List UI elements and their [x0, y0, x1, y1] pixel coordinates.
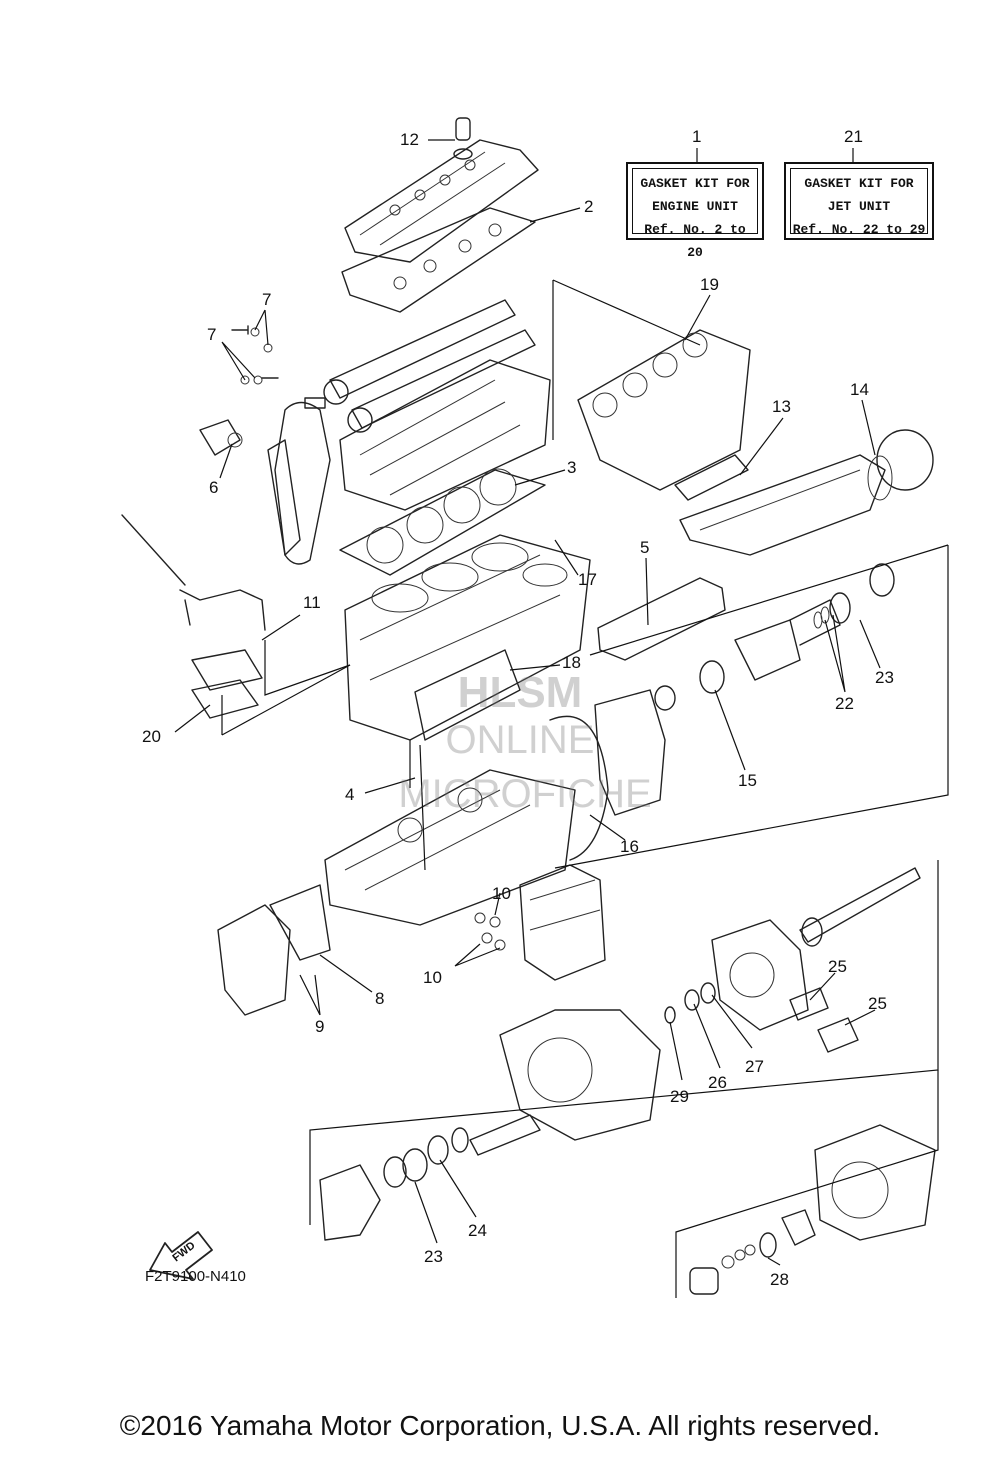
- ref-16: 16: [620, 837, 639, 856]
- output-shaft: [734, 563, 895, 681]
- collars: [474, 912, 506, 951]
- engine-kit-line1: GASKET KIT FOR: [640, 176, 750, 191]
- fwd-label: FWD: [170, 1239, 197, 1264]
- jet-kit-line3: Ref. No. 22 to 29: [792, 222, 926, 237]
- ref-12: 12: [400, 130, 419, 149]
- ref-29: 29: [670, 1087, 689, 1106]
- drive-shaft: [799, 867, 921, 947]
- o-ring: [549, 715, 609, 861]
- exhaust-pipe: [679, 429, 934, 556]
- ref-5: 5: [640, 538, 649, 557]
- plate-gasket: [191, 649, 263, 719]
- ref-6: 6: [209, 478, 218, 497]
- ref-11: 11: [303, 593, 321, 612]
- oil-dipstick: [121, 514, 266, 631]
- ref-18: 18: [562, 653, 581, 672]
- ref-25b: 25: [868, 994, 887, 1013]
- watermark-line3: MICROFICHE: [398, 772, 652, 816]
- cylinder-head: [339, 359, 551, 511]
- copyright-notice: ©2016 Yamaha Motor Corporation, U.S.A. A…: [119, 1410, 881, 1441]
- coupling-housing: [499, 1009, 661, 1141]
- gasket-25-b: [817, 1017, 859, 1053]
- camshafts: [323, 299, 536, 433]
- engine-kit-line2: ENGINE UNIT: [652, 199, 738, 214]
- ref-10a: 10: [492, 884, 511, 903]
- ref-7a: 7: [262, 290, 271, 309]
- impeller-parts: [689, 1209, 816, 1295]
- engine-kit-line3: Ref. No. 2 to 20: [644, 222, 746, 260]
- circlip-29: [664, 1006, 676, 1024]
- watermark-line2: ONLINE: [445, 718, 595, 762]
- reference-numbers: 12 2 19 7 7 6 3 14 13 17 5 11 18 20 4 15…: [142, 127, 894, 1289]
- callout-leaders: [174, 139, 881, 1266]
- impeller-housing: [814, 1124, 936, 1241]
- oil-seal: [699, 660, 725, 694]
- bearing-26: [684, 989, 700, 1011]
- figure-code: F2T9100-N410: [145, 1268, 246, 1285]
- jet-gasket-kit-box: GASKET KIT FOR JET UNIT Ref. No. 22 to 2…: [784, 162, 934, 240]
- ref-22: 22: [835, 694, 854, 713]
- gasket-25-a: [789, 987, 829, 1021]
- ref-23b: 23: [424, 1247, 443, 1266]
- ref-14: 14: [850, 380, 869, 399]
- ref-24: 24: [468, 1221, 487, 1240]
- ref-7b: 7: [207, 325, 216, 344]
- ref-23a: 23: [875, 668, 894, 687]
- ref-17: 17: [578, 570, 597, 589]
- ref-2: 2: [584, 197, 593, 216]
- jet-shaft: [319, 1114, 541, 1241]
- oil-seal-27: [700, 982, 716, 1004]
- ref-9: 9: [315, 1017, 324, 1036]
- ref-3: 3: [567, 458, 576, 477]
- oil-pump-cover: [217, 884, 331, 1016]
- intermediate-housing: [711, 919, 809, 1031]
- jet-kit-line2: JET UNIT: [827, 199, 891, 214]
- exhaust-manifold: [577, 329, 751, 491]
- ref-27: 27: [745, 1057, 764, 1076]
- ref-26: 26: [708, 1073, 727, 1092]
- ref-19: 19: [700, 275, 719, 294]
- ref-21: 21: [844, 127, 863, 146]
- generator-cover: [594, 689, 666, 816]
- ref-4: 4: [345, 785, 354, 804]
- engine-gasket-kit-box: GASKET KIT FOR ENGINE UNIT Ref. No. 2 to…: [626, 162, 764, 260]
- cylinder-block: [344, 534, 591, 741]
- watermark-line1: HLSM: [457, 668, 583, 717]
- cam-chain-tensioner: [199, 419, 243, 456]
- oil-filler-cap: [453, 117, 473, 160]
- cam-chain: [267, 397, 331, 565]
- ref-1: 1: [692, 127, 701, 146]
- jet-kit-line1: GASKET KIT FOR: [804, 176, 914, 191]
- valve-cover: [341, 139, 539, 313]
- water-jacket-cover: [597, 577, 726, 661]
- ref-28: 28: [770, 1270, 789, 1289]
- tensioner-bolts: [231, 325, 279, 385]
- ref-20: 20: [142, 727, 161, 746]
- group-outlines: [221, 279, 949, 1298]
- crankcase: [324, 769, 576, 926]
- exhaust-gasket: [674, 454, 749, 501]
- ref-8: 8: [375, 989, 384, 1008]
- ref-13: 13: [772, 397, 791, 416]
- ref-25a: 25: [828, 957, 847, 976]
- crankcase-gasket: [414, 649, 521, 741]
- ref-10b: 10: [423, 968, 442, 987]
- head-gasket: [339, 468, 546, 576]
- ref-15: 15: [738, 771, 757, 790]
